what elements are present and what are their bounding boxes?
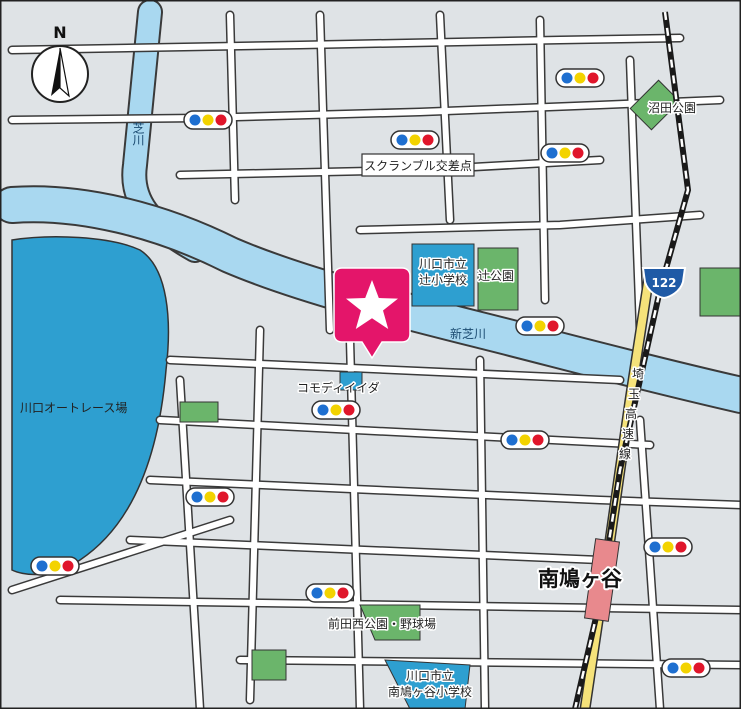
- shiba-river-label: 芝川: [131, 121, 145, 146]
- shin-shiba-river-label: 新芝川: [450, 326, 486, 341]
- tsuji-park-area: [477, 247, 519, 311]
- maeda-park-area: [359, 604, 421, 641]
- park-east: [699, 267, 741, 317]
- small-park-west: [179, 401, 219, 423]
- traffic-signals: [30, 68, 711, 678]
- traffic-signal-icon: [661, 658, 711, 678]
- compass-north-label: N: [53, 23, 66, 42]
- small-park-south: [251, 649, 287, 681]
- scramble-crossing-text: スクランブル交差点: [364, 158, 472, 173]
- komodi-iida-label: コモディイイダ: [297, 380, 380, 395]
- expressway-label-c2: 玉: [628, 387, 640, 401]
- tsuji-school-area: [411, 243, 475, 307]
- compass: N: [31, 23, 89, 103]
- auto-race-label: 川口オートレース場: [20, 401, 127, 415]
- hatogaya-school-area: [384, 659, 471, 709]
- minami-hatogaya-station: [583, 538, 621, 622]
- maeda-park-label: 前田西公園・野球場: [328, 616, 436, 631]
- numata-park-label: 沼田公園: [648, 101, 696, 115]
- traffic-signal-icon: [390, 130, 440, 150]
- traffic-signal-icon: [500, 430, 550, 450]
- traffic-signal-icon: [540, 143, 590, 163]
- traffic-signal-icon: [515, 316, 565, 336]
- expressway-label-c5: 線: [619, 446, 631, 461]
- expressway-label-c4: 速: [622, 427, 634, 441]
- traffic-signal-icon: [305, 583, 355, 603]
- komodi-iida-store: [339, 371, 363, 391]
- route-number-text: 122: [651, 276, 676, 290]
- traffic-signal-icon: [183, 110, 233, 130]
- station-label: 南鳩ヶ谷: [538, 567, 623, 591]
- tsuji-park-label: 辻公園: [478, 269, 514, 283]
- expressway-label-c1: 埼: [632, 367, 644, 381]
- traffic-signal-icon: [311, 400, 361, 420]
- expressway-label-c3: 高: [625, 406, 637, 421]
- numata-park-area: [629, 79, 681, 131]
- route-122-shield: 122: [641, 267, 687, 300]
- traffic-signal-icon: [555, 68, 605, 88]
- tsuji-school-label-line1: 川口市立: [419, 256, 467, 271]
- road-network: [7, 10, 741, 709]
- north-arrow-icon: [51, 47, 70, 98]
- scramble-crossing-label: スクランブル交差点: [361, 153, 475, 177]
- destination-marker[interactable]: [333, 267, 411, 360]
- railway-dashes: [573, 11, 690, 709]
- traffic-signal-icon: [185, 487, 235, 507]
- traffic-signal-icon: [30, 556, 80, 576]
- traffic-signal-icon: [643, 537, 693, 557]
- hatogaya-school-label-line1: 川口市立: [406, 668, 454, 683]
- tsuji-school-label-line2: 辻小学校: [419, 272, 467, 287]
- star-icon: [346, 280, 398, 329]
- hatogaya-school-label-line2: 南鳩ヶ谷小学校: [388, 684, 472, 699]
